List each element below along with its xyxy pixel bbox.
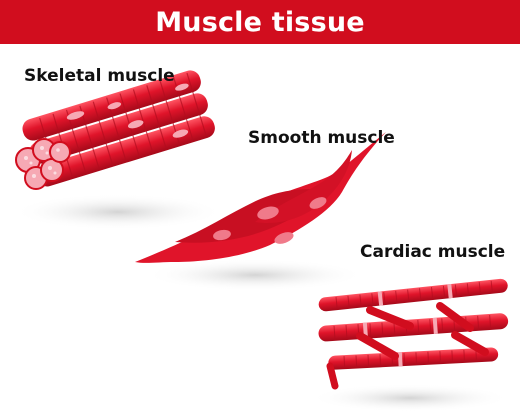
nucleus-3 [274, 232, 294, 244]
skeletal-shadow [13, 194, 223, 230]
skeletal-muscle-illustration [15, 70, 215, 190]
label-smooth-muscle: Smooth muscle [248, 128, 395, 148]
nucleus-4 [309, 197, 327, 209]
cardiac-shadow [310, 384, 510, 412]
label-skeletal-muscle: Skeletal muscle [24, 66, 175, 86]
title-banner: Muscle tissue [0, 0, 520, 44]
page-title: Muscle tissue [155, 6, 365, 38]
nucleus-1 [257, 206, 279, 220]
smooth-muscle-illustration [135, 132, 386, 263]
nucleus-2 [213, 229, 231, 241]
smooth-shadow [145, 259, 365, 291]
cardiac-muscle-illustration [318, 278, 509, 390]
label-cardiac-muscle: Cardiac muscle [360, 242, 506, 262]
